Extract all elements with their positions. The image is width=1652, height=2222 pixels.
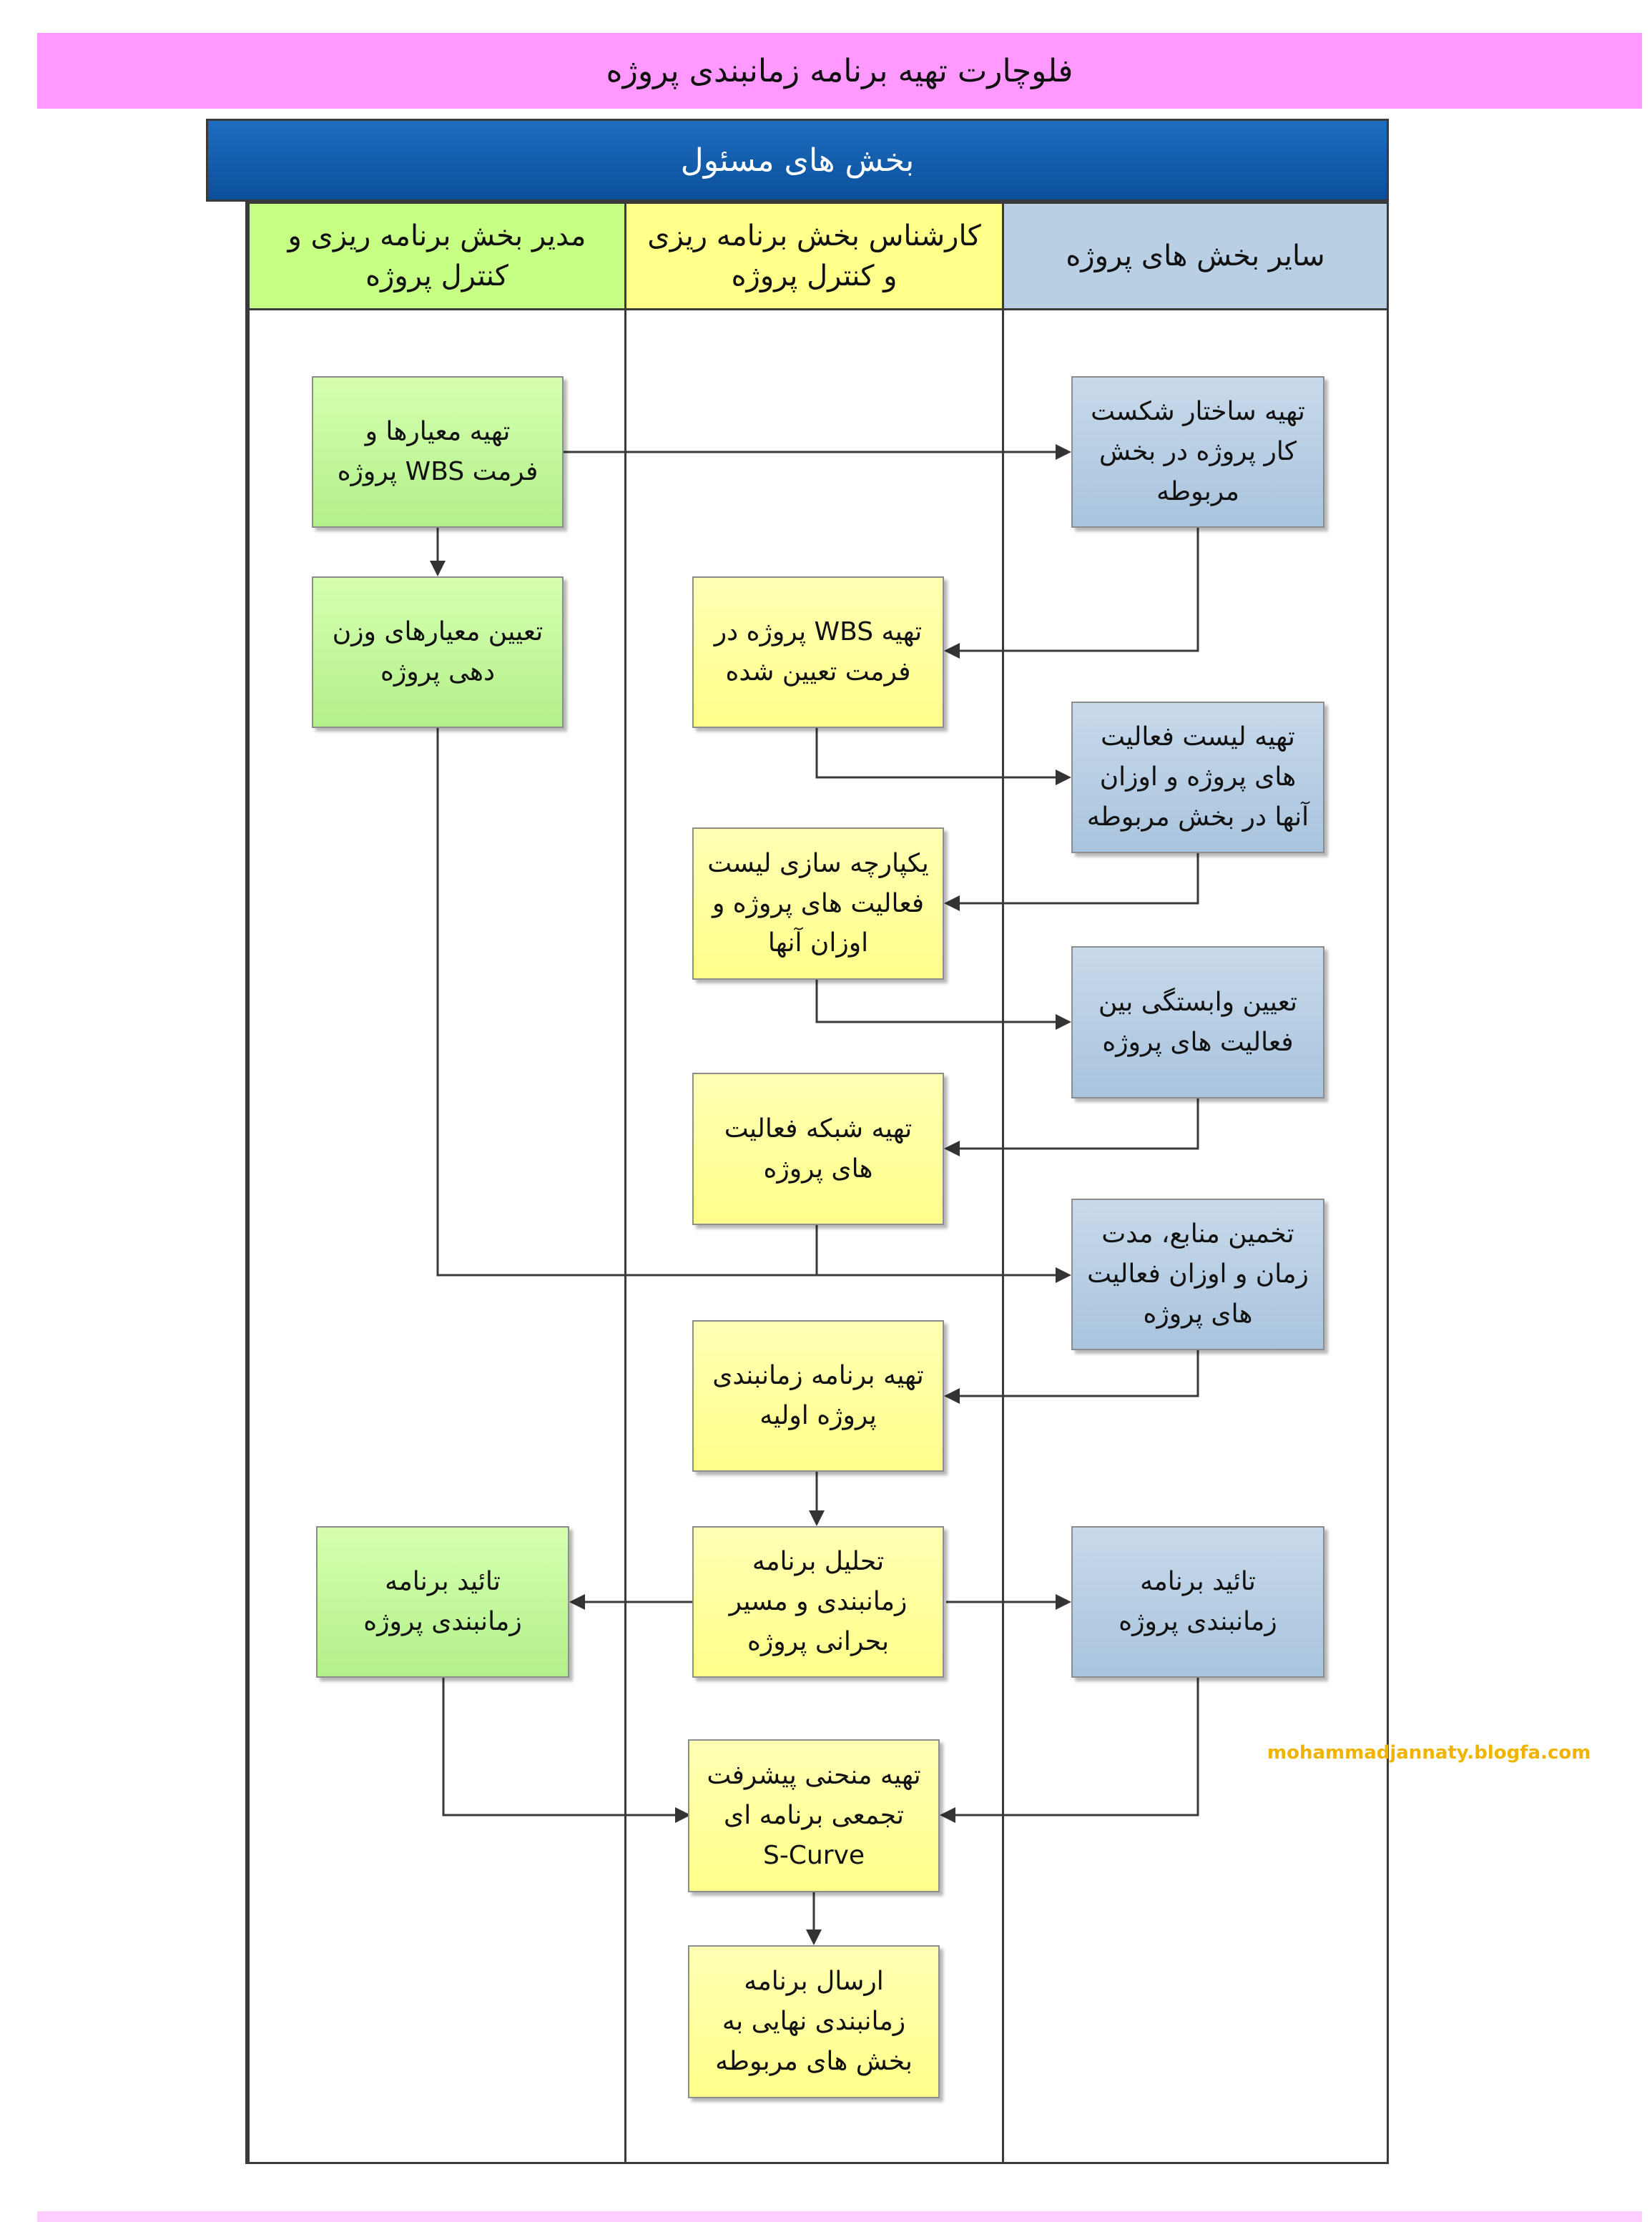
lane-header-other-departments: سایر بخش های پروژه: [1002, 202, 1389, 310]
edge-n3-n9: [436, 728, 1067, 1277]
bottom-bar: [37, 2211, 1642, 2222]
node-activity-network: تهیه شبکه فعالیت های پروژه: [692, 1073, 944, 1225]
swimlane-gutter: [206, 202, 247, 2164]
node-department-wbs: تهیه ساختار شکست کار پروژه در بخش مربوطه: [1071, 376, 1324, 528]
edge-n9-n10: [946, 1350, 1199, 1397]
node-activity-list: تهیه لیست فعالیت های پروژه و اوزان آنها …: [1071, 702, 1324, 853]
edge-n5-n6: [946, 853, 1199, 905]
node-department-approval: تائید برنامه زمانبندی پروژه: [1071, 1526, 1324, 1678]
edge-n4-n5: [815, 728, 1067, 779]
node-prepare-wbs-criteria: تهیه معیارها و فرمت WBS پروژه: [312, 376, 564, 528]
node-project-wbs: تهیه WBS پروژه در فرمت تعیین شده: [692, 576, 944, 728]
arrowhead-n2: [1056, 444, 1071, 460]
arrowhead-n14-right: [940, 1807, 955, 1823]
arrowhead-n3: [430, 561, 446, 576]
arrowhead-n11: [809, 1510, 825, 1526]
arrowhead-n13: [1056, 1594, 1071, 1610]
edge-n2-n4: [946, 528, 1199, 652]
node-send-final-schedule: ارسال برنامه زمانبندی نهایی به بخش های م…: [688, 1945, 940, 2098]
swimlane-header: بخش های مسئول: [206, 119, 1389, 202]
arrowhead-n9: [1056, 1267, 1071, 1283]
node-initial-schedule: تهیه برنامه زمانبندی پروژه اولیه: [692, 1320, 944, 1472]
arrowhead-n14-left: [675, 1807, 691, 1823]
edge-n7-n8: [946, 1098, 1199, 1150]
arrowhead-n7: [1056, 1014, 1071, 1030]
edge-n6-n7: [815, 980, 1067, 1023]
node-estimate-resources: تخمین منابع، مدت زمان و اوزان فعالیت های…: [1071, 1199, 1324, 1350]
arrowhead-n6: [944, 895, 960, 911]
node-integrate-activities: یکپارچه سازی لیست فعالیت های پروژه و اوز…: [692, 827, 944, 980]
arrowhead-n10: [944, 1388, 960, 1404]
arrowhead-n12: [569, 1594, 585, 1610]
node-dependencies: تعیین وابستگی بین فعالیت های پروژه: [1071, 946, 1324, 1098]
arrowheads: [430, 444, 1071, 1945]
node-weighting-criteria: تعیین معیارهای وزن دهی پروژه: [312, 576, 564, 728]
node-manager-approval: تائید برنامه زمانبندی پروژه: [316, 1526, 569, 1678]
node-s-curve: تهیه منحنی پیشرفت تجمعی برنامه ای S-Curv…: [688, 1739, 940, 1892]
node-schedule-analysis: تحلیل برنامه زمانبندی و مسیر بحرانی پروژ…: [692, 1526, 944, 1678]
lane-other-departments: [1002, 310, 1389, 2164]
arrowhead-n5: [1056, 770, 1071, 785]
edge-n13-n14: [943, 1678, 1199, 1817]
arrowhead-n4: [944, 643, 960, 659]
page-title: فلوچارت تهیه برنامه زمانبندی پروژه: [37, 33, 1642, 109]
arrowhead-n15: [806, 1929, 822, 1945]
lane-header-expert: کارشناس بخش برنامه ریزی و کنترل پروژه: [624, 202, 1004, 310]
edge-n12-n14: [442, 1678, 688, 1817]
watermark-text: mohammadjannaty.blogfa.com: [1267, 1742, 1591, 1764]
arrowhead-n8: [944, 1141, 960, 1156]
